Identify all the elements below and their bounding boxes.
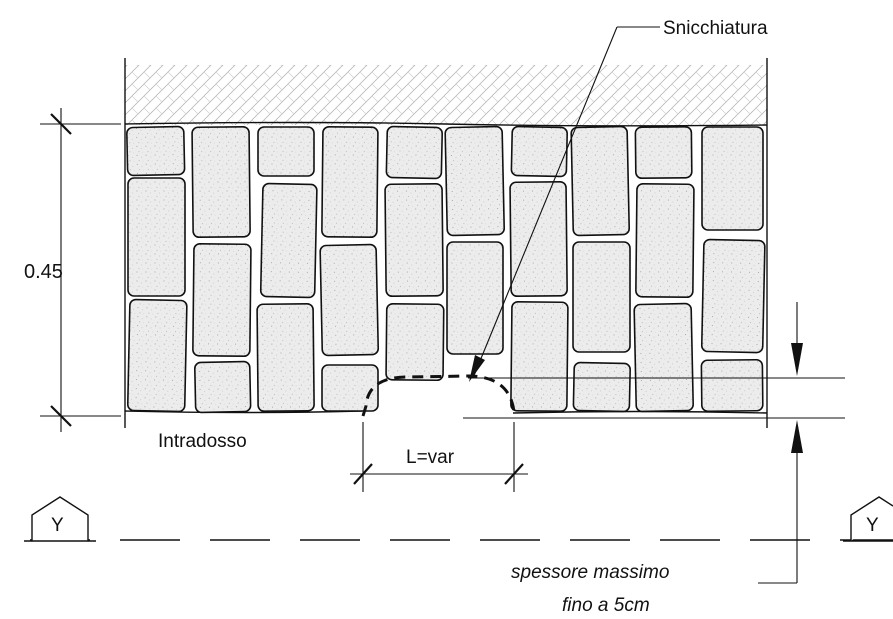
thickness-arrow-up [791, 420, 803, 453]
thickness-dimension [463, 302, 845, 584]
length-dimension [350, 422, 528, 492]
stone-block [572, 241, 631, 353]
snicchiatura-label: Snicchiatura [663, 18, 768, 39]
stone-block [321, 125, 379, 239]
stone-block [126, 125, 186, 177]
snicchiatura-leader [469, 26, 660, 382]
intradosso-label: Intradosso [158, 431, 247, 452]
stone-block [635, 182, 695, 299]
stone-block [444, 125, 506, 237]
stone-block [570, 125, 631, 237]
stone-block [319, 243, 380, 357]
stone-block [700, 358, 764, 413]
thickness-arrow-down [791, 343, 803, 376]
stone-block [510, 125, 568, 178]
section-marker-left [24, 496, 96, 542]
stone-block [385, 302, 445, 382]
stone-block [510, 300, 569, 413]
soil-backfill [125, 65, 767, 125]
stone-block [256, 302, 315, 413]
stone-block [446, 241, 504, 355]
height-dimension [40, 108, 121, 432]
stone-block [194, 360, 252, 414]
stone-block [700, 238, 766, 354]
thickness-note-line1: spessore massimo [511, 562, 669, 583]
section-marker-left-label: Y [51, 515, 64, 536]
snicchiatura-notch [361, 374, 516, 417]
length-dimension-label: L=var [406, 447, 455, 468]
stone-block [385, 125, 444, 180]
stone-block [191, 125, 251, 239]
stone-block [126, 298, 188, 413]
stone-block [572, 361, 631, 413]
height-dimension-label: 0.45 [24, 261, 63, 283]
stone-block [321, 364, 379, 412]
stone-block [701, 126, 764, 231]
masonry-stones [126, 125, 766, 414]
thickness-note-line2: fino a 5cm [562, 595, 650, 616]
stone-block [384, 182, 444, 298]
stone-block [127, 177, 186, 297]
section-marker-right-label: Y [866, 515, 879, 536]
stone-block [633, 302, 694, 413]
stone-block [509, 180, 568, 298]
stone-block [192, 242, 252, 358]
stone-block [257, 126, 315, 177]
section-marker-right [843, 496, 893, 542]
stone-block [259, 182, 318, 299]
stone-block [634, 125, 693, 180]
